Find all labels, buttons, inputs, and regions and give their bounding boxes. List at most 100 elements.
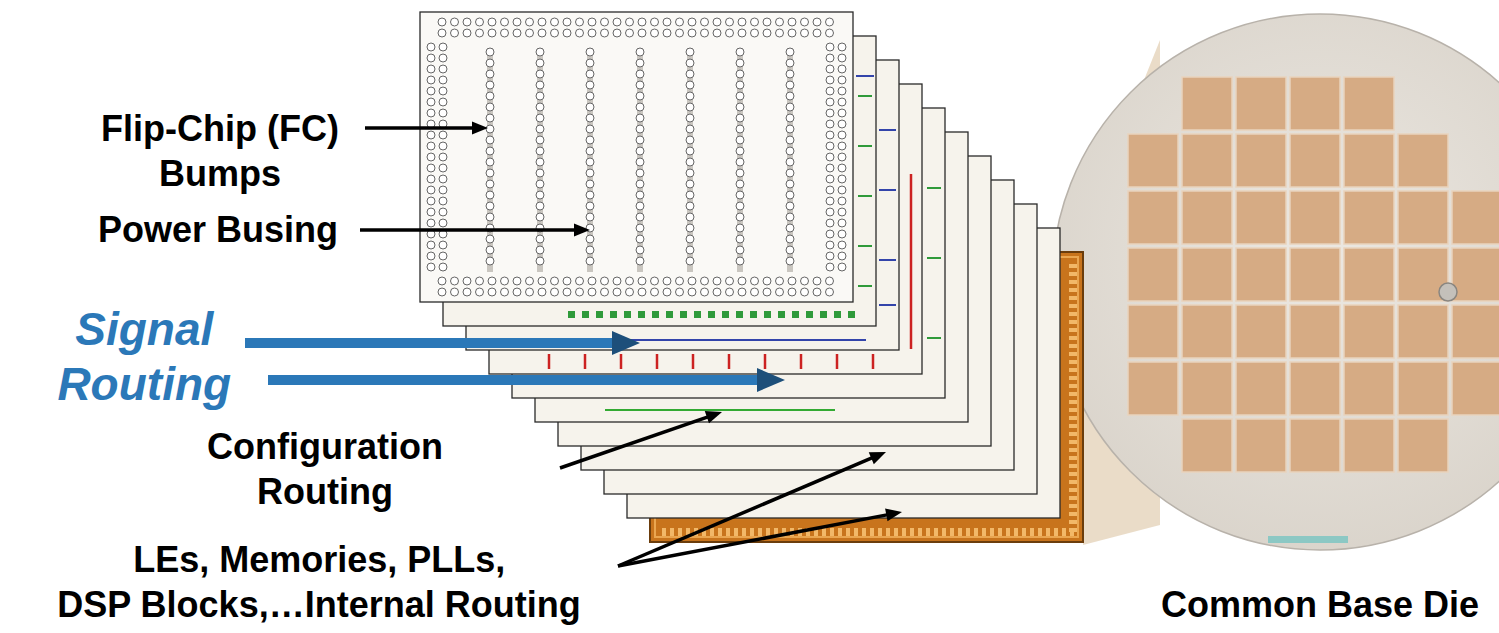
fc-bump <box>788 18 796 26</box>
fc-bump <box>439 54 447 62</box>
fc-bump <box>463 18 471 26</box>
die-pad <box>934 528 938 536</box>
wafer-die <box>1236 134 1286 187</box>
fc-bump <box>551 18 559 26</box>
fc-bump <box>686 191 694 199</box>
fc-bump <box>751 288 759 296</box>
fc-bump <box>786 180 794 188</box>
fc-bump <box>801 18 809 26</box>
wafer-die <box>1128 305 1178 358</box>
route-stub <box>879 304 896 306</box>
via-square <box>652 311 659 318</box>
fc-bump <box>536 180 544 188</box>
fc-bump <box>638 288 646 296</box>
fc-bump <box>536 92 544 100</box>
leader-arrow <box>360 224 590 237</box>
fc-bump <box>736 180 744 188</box>
fc-bump <box>636 48 644 56</box>
fc-bump <box>786 202 794 210</box>
fc-bump <box>686 70 694 78</box>
fc-bump <box>786 114 794 122</box>
fc-bump <box>439 65 447 73</box>
wafer-die <box>1182 305 1232 358</box>
die-pad <box>1069 432 1077 436</box>
fc-bump <box>786 224 794 232</box>
die-pad <box>726 528 730 536</box>
fc-bump <box>663 18 671 26</box>
fc-bump <box>576 18 584 26</box>
leader-arrow <box>560 411 722 468</box>
fc-bump <box>486 213 494 221</box>
callout-label: Signal Routing <box>57 302 232 412</box>
fc-bump <box>526 18 534 26</box>
leader-arrow <box>618 509 902 566</box>
fc-bump <box>826 197 834 205</box>
fc-bump <box>636 224 644 232</box>
fc-bump <box>786 235 794 243</box>
fc-bump <box>763 277 771 285</box>
fc-bump <box>463 29 471 37</box>
fc-bump <box>588 29 596 37</box>
fc-bump <box>439 142 447 150</box>
fc-bump <box>586 70 594 78</box>
fc-bump <box>826 120 834 128</box>
fc-bump <box>713 29 721 37</box>
arrow-head <box>574 224 590 237</box>
fc-bump <box>586 147 594 155</box>
fc-bump <box>651 18 659 26</box>
fc-bump <box>486 180 494 188</box>
route-stub <box>927 257 941 259</box>
via-square <box>624 311 631 318</box>
fc-bump <box>786 125 794 133</box>
fc-bump <box>838 219 846 227</box>
fc-bump <box>486 147 494 155</box>
fc-bump <box>438 18 446 26</box>
arrow-head <box>869 452 886 464</box>
fc-bump <box>776 277 784 285</box>
fc-bump <box>676 277 684 285</box>
fc-bump <box>636 81 644 89</box>
fc-bump <box>486 48 494 56</box>
fc-bump <box>786 158 794 166</box>
fc-bump <box>688 29 696 37</box>
fc-bump <box>636 180 644 188</box>
wafer-die <box>1344 419 1394 472</box>
wafer-die <box>1236 419 1286 472</box>
fc-bump <box>676 18 684 26</box>
fc-bump <box>536 246 544 254</box>
fc-bump <box>476 288 484 296</box>
fc-bump <box>576 277 584 285</box>
config-route <box>692 354 695 369</box>
fc-bump <box>586 48 594 56</box>
wafer-die <box>1128 134 1178 187</box>
die-pad <box>854 528 858 536</box>
die-pad <box>1069 512 1077 516</box>
fc-bump <box>536 213 544 221</box>
fc-bump <box>501 29 509 37</box>
die-pad <box>1069 472 1077 476</box>
fc-bump <box>776 29 784 37</box>
fc-bump <box>788 277 796 285</box>
fc-bump <box>738 277 746 285</box>
fc-bump <box>763 29 771 37</box>
die-pad <box>942 528 946 536</box>
wafer-die <box>1398 191 1448 244</box>
fc-bump <box>838 142 846 150</box>
fc-bump <box>427 164 435 172</box>
die-pad <box>1069 448 1077 452</box>
fc-bump <box>538 277 546 285</box>
wafer-die <box>1452 191 1499 244</box>
fc-bump <box>586 213 594 221</box>
fc-bump <box>536 125 544 133</box>
fc-bump <box>551 277 559 285</box>
die-pad <box>910 528 914 536</box>
via-square <box>638 311 645 318</box>
die-pad <box>678 528 682 536</box>
fc-bump <box>588 288 596 296</box>
die-pad <box>822 528 826 536</box>
fc-bump <box>826 208 834 216</box>
fc-bump <box>736 235 744 243</box>
fc-bump <box>536 169 544 177</box>
die-pad <box>1069 528 1077 532</box>
fc-bump <box>486 257 494 265</box>
